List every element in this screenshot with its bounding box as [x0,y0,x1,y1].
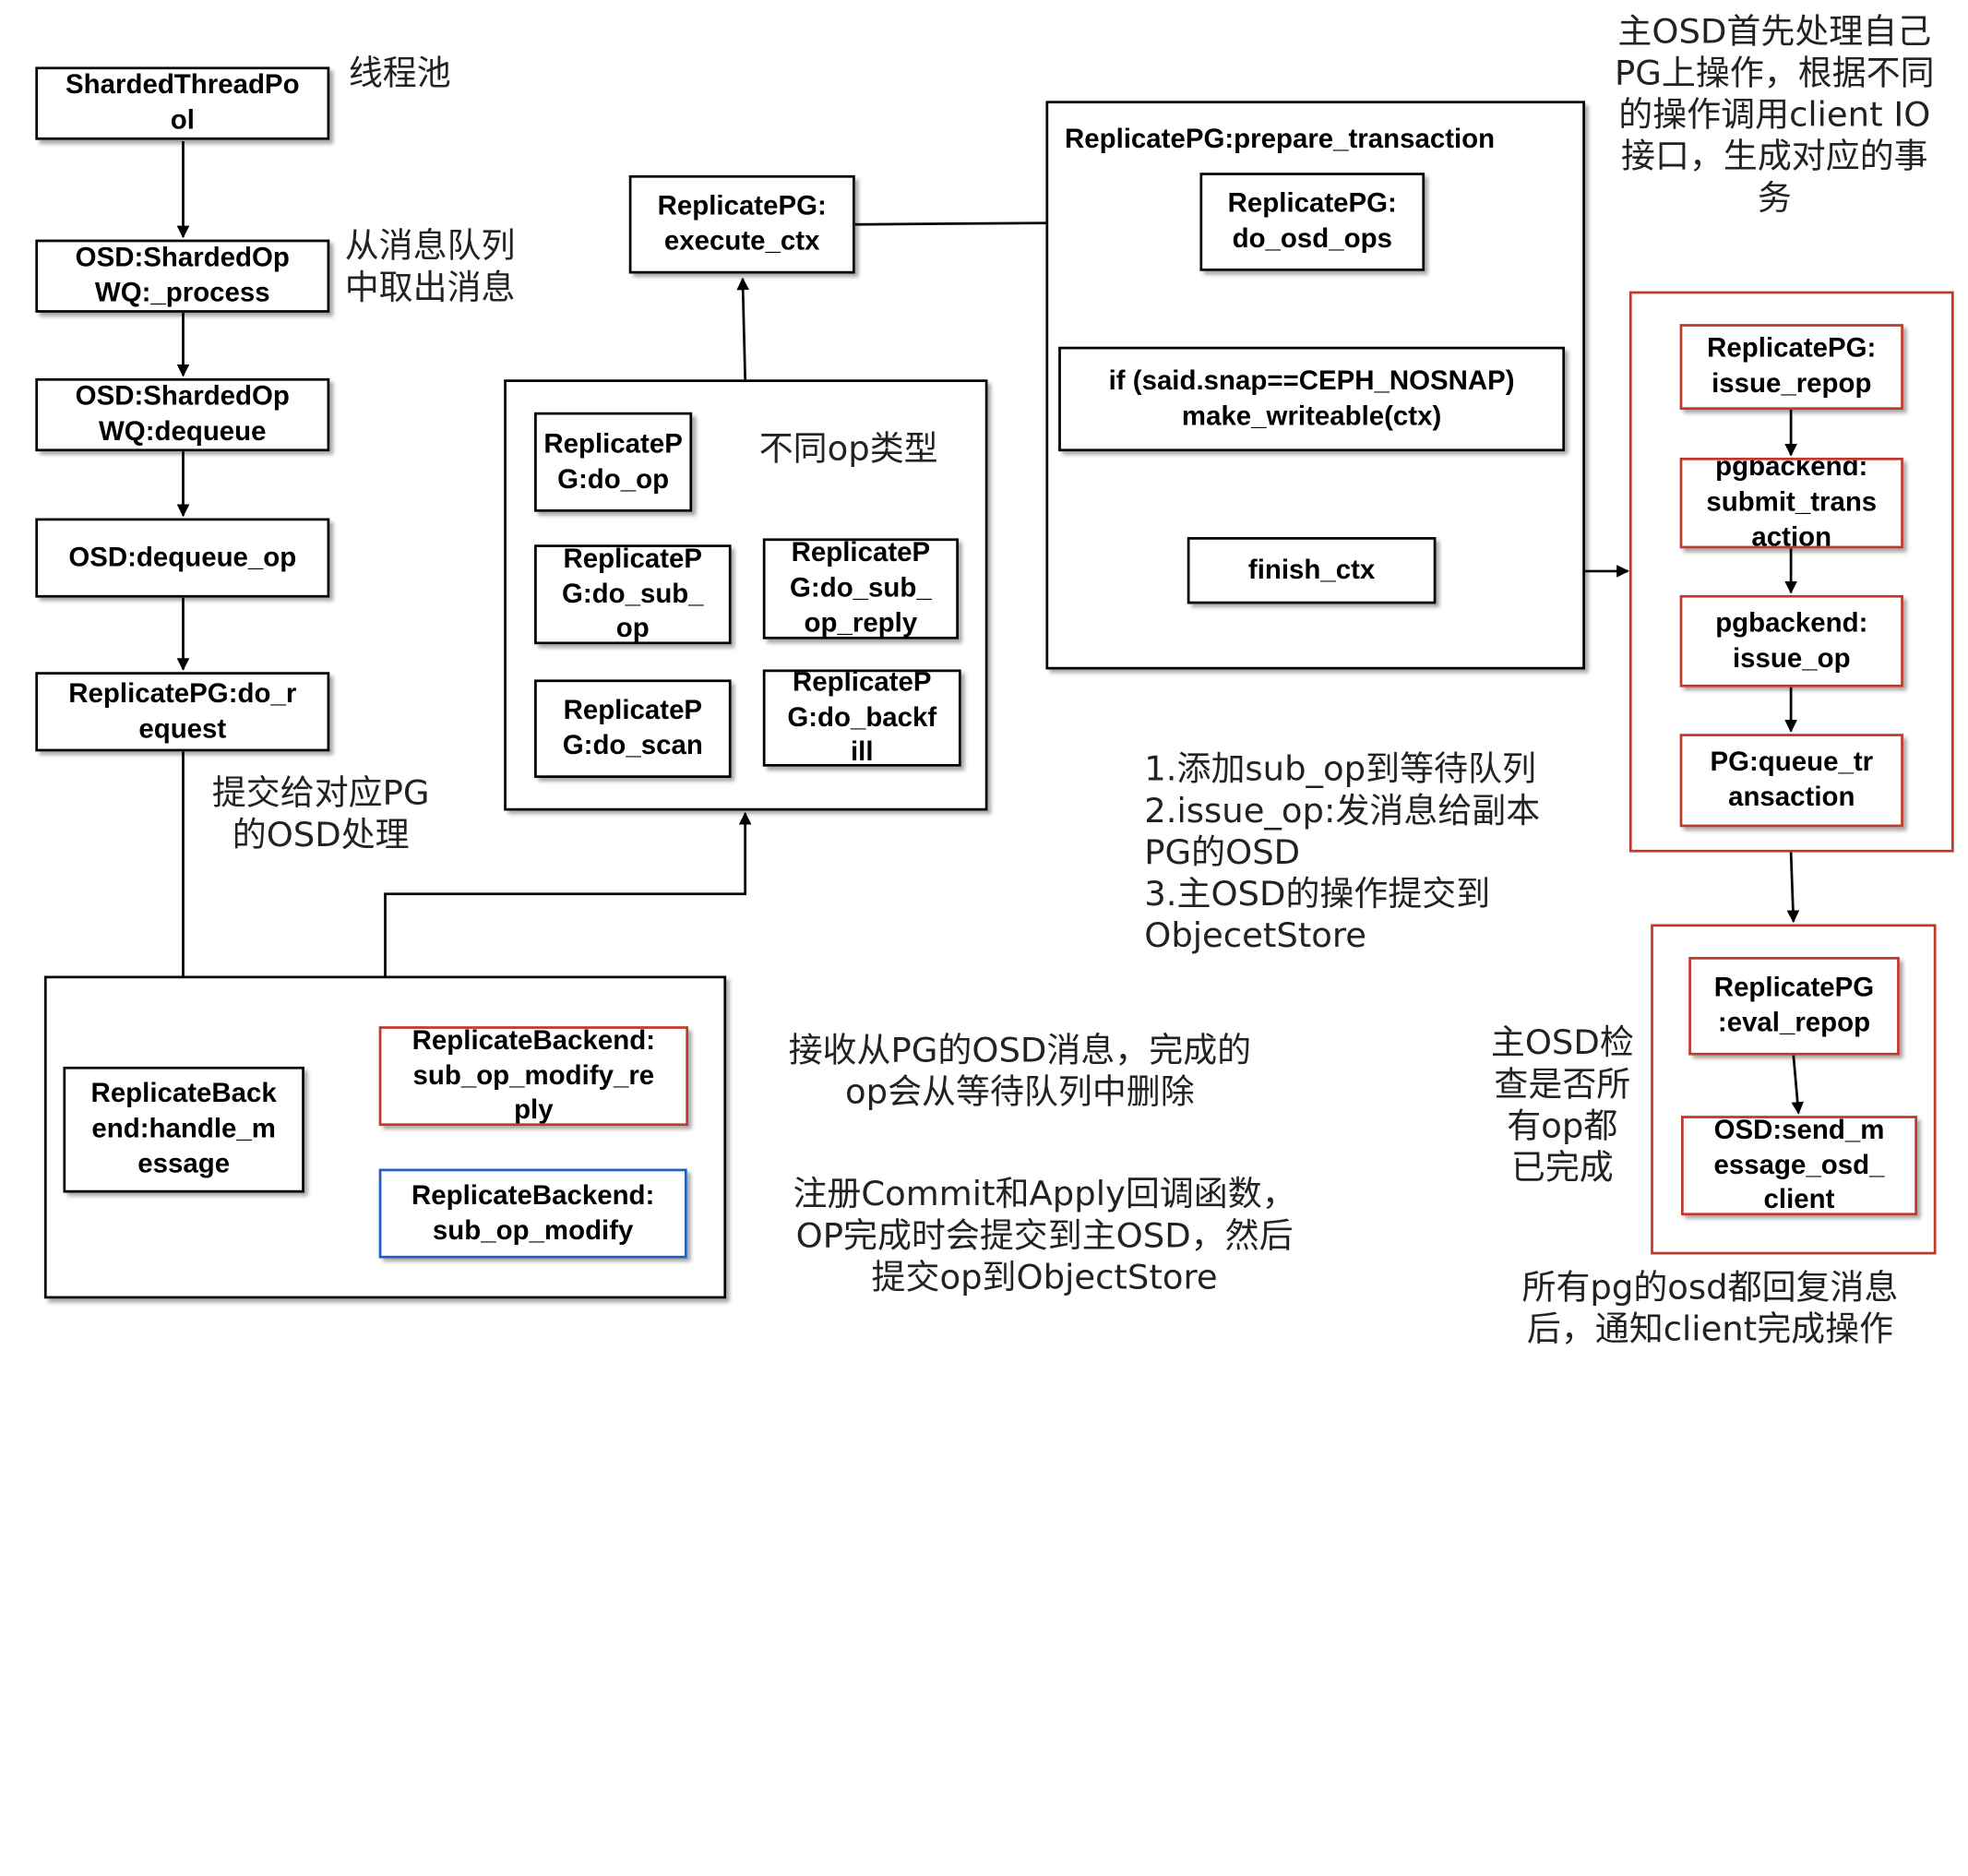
note-issue-steps: 1.添加sub_op到等待队列 2.issue_op:发消息给副本 PG的OSD… [1144,749,1541,956]
node-pgbackend-issue-op[interactable]: pgbackend: issue_op [1679,594,1903,687]
note-notify-client: 所有pg的osd都回复消息 后，通知client完成操作 [1521,1268,1899,1349]
node-do-osd-ops[interactable]: ReplicatePG: do_osd_ops [1199,173,1425,271]
note-take-from-queue: 从消息队列 中取出消息 [344,226,516,308]
node-sharded-op-wq-dequeue[interactable]: OSD:ShardedOp WQ:dequeue [35,377,330,452]
arrow-eval-to-send [1791,1055,1805,1115]
note-primary-osd-process: 主OSD首先处理自己 PG上操作，根据不同 的操作调用client IO 接口，… [1614,12,1935,219]
node-sharded-thread-pool[interactable]: ShardedThreadPo ol [35,66,330,140]
node-send-message-osd-client[interactable]: OSD:send_m essage_osd_ client [1681,1116,1917,1216]
node-sub-op-modify-reply[interactable]: ReplicateBackend: sub_op_modify_re ply [378,1026,689,1127]
node-handle-message[interactable]: ReplicateBack end:handle_m essage [63,1066,304,1193]
repop-group [1628,291,1954,853]
eval-repop-group [1651,924,1937,1255]
arrow-op-types-to-execute [736,277,750,380]
node-issue-repop[interactable]: ReplicatePG: issue_repop [1679,324,1903,411]
node-do-sub-op[interactable]: ReplicateP G:do_sub_ op [534,544,732,645]
note-primary-check: 主OSD检 查是否所 有op都 已完成 [1490,1023,1634,1188]
node-do-op[interactable]: ReplicateP G:do_op [534,412,693,512]
node-do-request[interactable]: ReplicatePG:do_r equest [35,672,330,752]
note-submit-to-pg-osd: 提交给对应PG 的OSD处理 [211,773,430,855]
node-submit-transaction[interactable]: pgbackend: submit_trans action [1679,457,1903,549]
node-finish-ctx[interactable]: finish_ctx [1187,537,1437,604]
node-execute-ctx[interactable]: ReplicatePG: execute_ctx [628,174,855,274]
arrow-backend-to-op-types [384,811,752,976]
note-op-types: 不同op类型 [758,429,938,470]
node-do-sub-op-reply[interactable]: ReplicateP G:do_sub_ op_reply [762,538,959,639]
node-make-writeable[interactable]: if (said.snap==CEPH_NOSNAP) make_writeab… [1058,346,1566,452]
node-eval-repop[interactable]: ReplicatePG :eval_repop [1688,957,1900,1056]
node-sharded-op-wq-process[interactable]: OSD:ShardedOp WQ:_process [35,239,330,313]
node-sub-op-modify[interactable]: ReplicateBackend: sub_op_modify [378,1168,687,1259]
note-receive-from-pg: 接收从PG的OSD消息，完成的 op会从等待队列中删除 [788,1031,1252,1112]
note-register-callbacks: 注册Commit和Apply回调函数， OP完成时会提交到主OSD，然后 提交o… [793,1175,1296,1297]
node-osd-dequeue-op[interactable]: OSD:dequeue_op [35,518,330,598]
prepare-transaction-title: ReplicatePG:prepare_transaction [1064,123,1496,154]
arrow-group-to-eval-group [1786,852,1800,924]
node-queue-transaction[interactable]: PG:queue_tr ansaction [1679,734,1903,828]
node-do-backfill[interactable]: ReplicateP G:do_backf ill [762,669,961,767]
note-thread-pool: 线程池 [348,54,451,94]
node-do-scan[interactable]: ReplicateP G:do_scan [534,679,732,779]
